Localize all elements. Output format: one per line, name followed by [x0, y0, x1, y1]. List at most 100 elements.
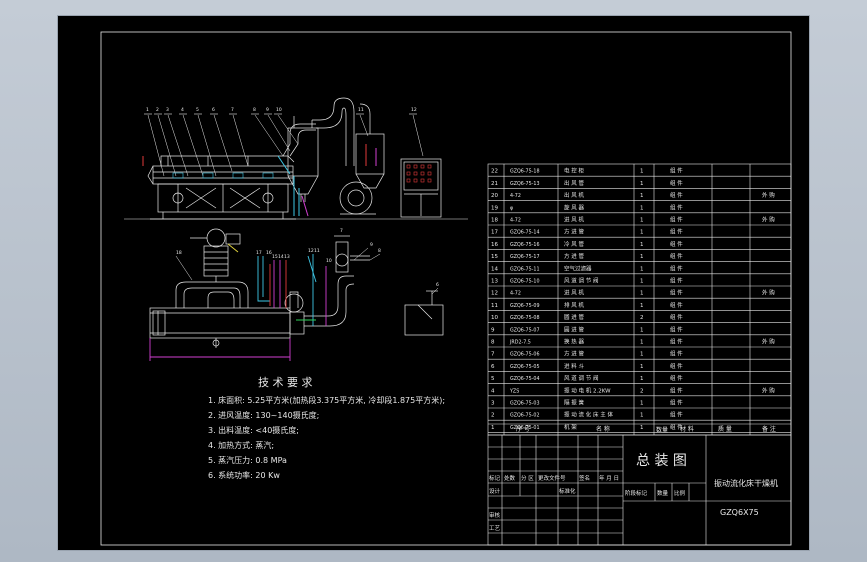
parts-cell-code: GZQ6-75-13	[510, 181, 540, 187]
parts-cell-name: 圆 进 管	[564, 313, 584, 321]
plan-callout-number: 6	[436, 282, 439, 288]
front-callout-number: 4	[181, 107, 184, 113]
parts-cell-mat: 组 件	[670, 216, 683, 224]
parts-cell-name: 振 动 流 化 床 主 体	[564, 411, 613, 419]
front-callout-number: 5	[196, 107, 199, 113]
parts-cell-code: GZQ6-75-05	[510, 364, 540, 370]
parts-cell-name: 排 风 机	[564, 301, 584, 309]
front-view	[124, 97, 468, 220]
parts-cell-code: YZS	[509, 388, 519, 394]
plan-callout-number: 17	[256, 250, 262, 256]
parts-cell-code: GZQ6-75-07	[510, 327, 540, 333]
parts-cell-note: 外 购	[762, 386, 775, 394]
parts-cell-code: φ	[510, 206, 513, 211]
parts-cell-qty: 1	[640, 266, 644, 272]
parts-cell-mat: 组 件	[670, 411, 683, 419]
drawing-sheet: 技 术 要 求 1. 床面积: 5.25平方米(加热段3.375平方米, 冷却段…	[57, 15, 810, 551]
sign-label-3: 更改文件号	[538, 474, 566, 482]
front-callout-number: 10	[276, 107, 282, 113]
header-note: 备 注	[762, 425, 776, 433]
parts-cell-name: 方 进 管	[564, 350, 584, 358]
sign-label-5: 年 月 日	[599, 474, 619, 482]
sign-label-9: 工艺	[489, 525, 501, 532]
parts-cell-mat: 组 件	[670, 350, 683, 358]
tech-item-1: 1. 床面积: 5.25平方米(加热段3.375平方米, 冷却段1.875平方米…	[208, 395, 445, 405]
parts-cell-mat: 组 件	[670, 191, 683, 199]
header-name: 名 称	[596, 425, 610, 433]
parts-cell-name: 方 进 管	[564, 228, 584, 236]
parts-cell-note: 外 购	[762, 338, 775, 346]
parts-cell-name: 风 道 调 节 阀	[564, 374, 599, 382]
front-callout-number: 12	[411, 107, 417, 113]
header-qty: 数量	[656, 426, 668, 434]
plan-callout-number: 14	[278, 254, 284, 260]
tech-item-2: 2. 进风温度: 130~140摄氏度;	[208, 410, 319, 420]
parts-cell-code: GZQ6-75-04	[510, 376, 540, 382]
parts-rows	[488, 175, 791, 433]
parts-cell-no: 3	[491, 401, 495, 407]
parts-cell-no: 8	[491, 340, 495, 346]
parts-cell-qty: 1	[640, 181, 644, 187]
parts-cell-name: 隔 振 簧	[564, 399, 584, 407]
parts-cell-note: 外 购	[762, 216, 775, 224]
parts-cell-code: GZQ6-75-01	[510, 425, 540, 431]
title-block	[487, 434, 792, 546]
parts-cell-name: 换 热 器	[564, 338, 584, 346]
parts-cell-no: 12	[491, 291, 498, 297]
drawing-frame	[100, 31, 792, 546]
parts-cell-qty: 1	[640, 364, 644, 370]
parts-cell-code: 4-72	[510, 193, 521, 199]
stage-label-0: 阶段标记	[625, 489, 648, 497]
parts-cell-no: 2	[491, 413, 495, 419]
header-material: 材 料	[680, 425, 694, 433]
parts-cell-qty: 1	[640, 254, 644, 260]
sign-label-2: 分 区	[521, 474, 534, 482]
model-code: GZQ6X75	[720, 508, 759, 517]
parts-cell-qty: 1	[640, 193, 644, 199]
parts-cell-no: 6	[491, 364, 495, 370]
sign-label-6: 设计	[489, 487, 501, 495]
parts-cell-name: 机 架	[564, 423, 577, 431]
parts-cell-no: 16	[491, 242, 498, 248]
parts-cell-mat: 组 件	[670, 374, 683, 382]
plan-callout-number: 11	[314, 248, 320, 254]
parts-cell-name: 进 风 机	[564, 216, 584, 224]
parts-cell-no: 1	[491, 425, 495, 431]
parts-cell-no: 21	[491, 181, 498, 187]
parts-cell-no: 4	[491, 388, 495, 394]
parts-cell-no: 17	[491, 230, 498, 236]
parts-cell-qty: 1	[640, 205, 644, 211]
parts-cell-mat: 组 件	[670, 228, 683, 236]
parts-cell-note: 外 购	[762, 191, 775, 199]
parts-cell-name: 进 料 斗	[564, 362, 584, 370]
parts-cell-qty: 1	[640, 401, 644, 407]
parts-cell-mat: 组 件	[670, 240, 683, 248]
plan-callout-number: 8	[378, 248, 381, 254]
parts-cell-code: 4-72	[510, 218, 521, 224]
parts-cell-code: GZQ6-75-16	[510, 242, 540, 248]
parts-cell-name: 振 动 电 机 2.2KW	[564, 386, 611, 394]
front-callout-number: 7	[231, 107, 234, 113]
plan-callout-number: 7	[340, 228, 343, 234]
parts-cell-name: 风 道 调 节 阀	[564, 277, 599, 285]
parts-cell-qty: 1	[640, 413, 644, 419]
front-callout-number: 11	[358, 107, 364, 113]
parts-cell-mat: 组 件	[670, 338, 683, 346]
parts-cell-code: 4-72	[510, 291, 521, 297]
parts-cell-qty: 1	[640, 291, 644, 297]
parts-cell-mat: 组 件	[670, 289, 683, 297]
front-callout-number: 9	[266, 107, 269, 113]
parts-cell-no: 20	[491, 193, 498, 199]
parts-cell-note: 外 购	[762, 289, 775, 297]
parts-cell-qty: 1	[640, 169, 644, 175]
parts-cell-no: 11	[491, 303, 498, 309]
front-view-accents	[142, 144, 432, 217]
plan-callout-number: 9	[370, 242, 373, 248]
plan-view	[149, 228, 444, 348]
parts-cell-name: 冷 风 管	[564, 240, 584, 248]
parts-list	[487, 163, 792, 436]
parts-cell-qty: 1	[640, 340, 644, 346]
parts-cell-name: 旋 风 器	[564, 203, 584, 211]
